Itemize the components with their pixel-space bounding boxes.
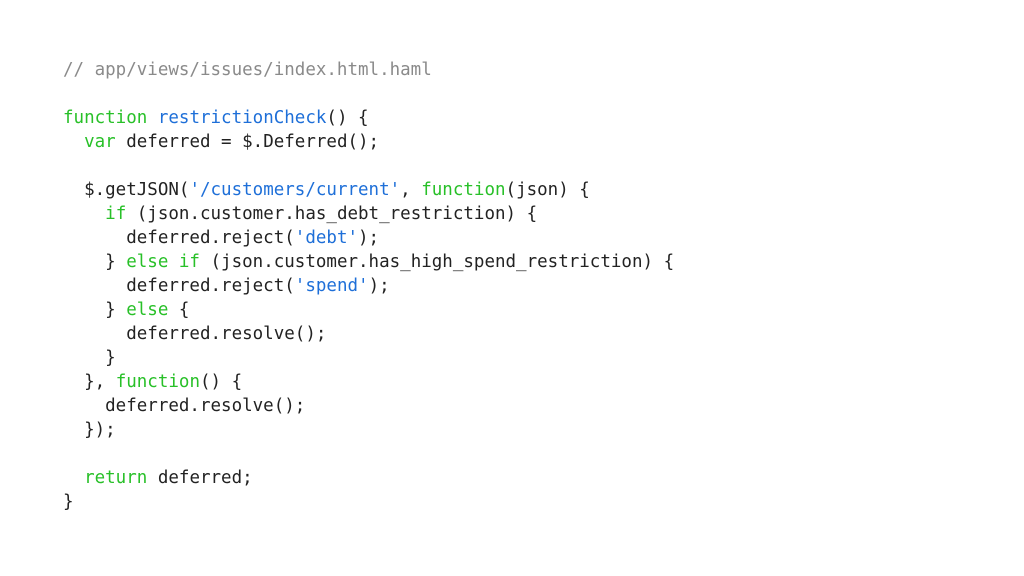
code-line: return deferred; [63, 466, 674, 490]
code-token-plain: ); [368, 276, 390, 296]
code-line [63, 154, 674, 178]
code-line [63, 82, 674, 106]
code-token-plain: } [63, 252, 127, 272]
code-token-keyword: function [63, 108, 148, 128]
code-token-keyword: else [126, 300, 169, 320]
code-token-plain: , [400, 180, 422, 200]
code-token-plain: deferred = $.Deferred(); [115, 132, 380, 152]
code-line [63, 442, 674, 466]
code-token-plain: $.getJSON( [63, 180, 190, 200]
code-line: } [63, 346, 674, 370]
code-line: }, function() { [63, 370, 674, 394]
code-token-string: '/customers/current' [189, 180, 401, 200]
code-token-plain [63, 132, 84, 152]
code-line: $.getJSON('/customers/current', function… [63, 178, 674, 202]
code-token-plain: deferred.resolve(); [63, 396, 306, 416]
code-token-function-name: restrictionCheck [157, 108, 327, 128]
code-token-keyword: function [421, 180, 506, 200]
code-token-plain: (json.customer.has_high_spend_restrictio… [199, 252, 675, 272]
code-token-keyword: return [84, 468, 148, 488]
code-token-plain: deferred.reject( [63, 228, 295, 248]
code-line: deferred.reject('spend'); [63, 274, 674, 298]
code-token-plain: }, [63, 372, 116, 392]
code-token-plain: () { [199, 372, 243, 392]
code-token-string: 'debt' [294, 228, 359, 248]
code-token-keyword: function [115, 372, 200, 392]
code-token-plain [63, 468, 84, 488]
code-token-plain: () { [326, 108, 369, 128]
code-token-plain: ); [358, 228, 380, 248]
code-token-plain: { [168, 300, 190, 320]
code-line: // app/views/issues/index.html.haml [63, 58, 674, 82]
code-token-keyword: var [84, 132, 116, 152]
code-line: deferred.reject('debt'); [63, 226, 674, 250]
code-token-plain: (json.customer.has_debt_restriction) { [126, 204, 538, 224]
code-token-plain: deferred.resolve(); [63, 324, 327, 344]
code-token-plain: }); [63, 420, 116, 440]
code-token-keyword: else if [126, 252, 200, 272]
code-token-plain: } [63, 348, 116, 368]
code-token-plain: } [63, 300, 127, 320]
code-token-plain: } [63, 492, 74, 512]
code-token-comment: // app/views/issues/index.html.haml [63, 60, 432, 80]
code-block: // app/views/issues/index.html.haml funct… [63, 58, 674, 514]
code-token-plain: deferred.reject( [63, 276, 295, 296]
code-line: var deferred = $.Deferred(); [63, 130, 674, 154]
code-line: function restrictionCheck() { [63, 106, 674, 130]
code-line: } else { [63, 298, 674, 322]
code-line: deferred.resolve(); [63, 322, 674, 346]
code-token-plain [147, 108, 158, 128]
code-line: }); [63, 418, 674, 442]
code-line: } else if (json.customer.has_high_spend_… [63, 250, 674, 274]
code-line: } [63, 490, 674, 514]
code-token-keyword: if [105, 204, 127, 224]
code-token-plain: (json) { [505, 180, 590, 200]
code-token-plain [63, 204, 105, 224]
code-line: if (json.customer.has_debt_restriction) … [63, 202, 674, 226]
code-line: deferred.resolve(); [63, 394, 674, 418]
code-token-string: 'spend' [294, 276, 369, 296]
code-token-plain: deferred; [147, 468, 253, 488]
